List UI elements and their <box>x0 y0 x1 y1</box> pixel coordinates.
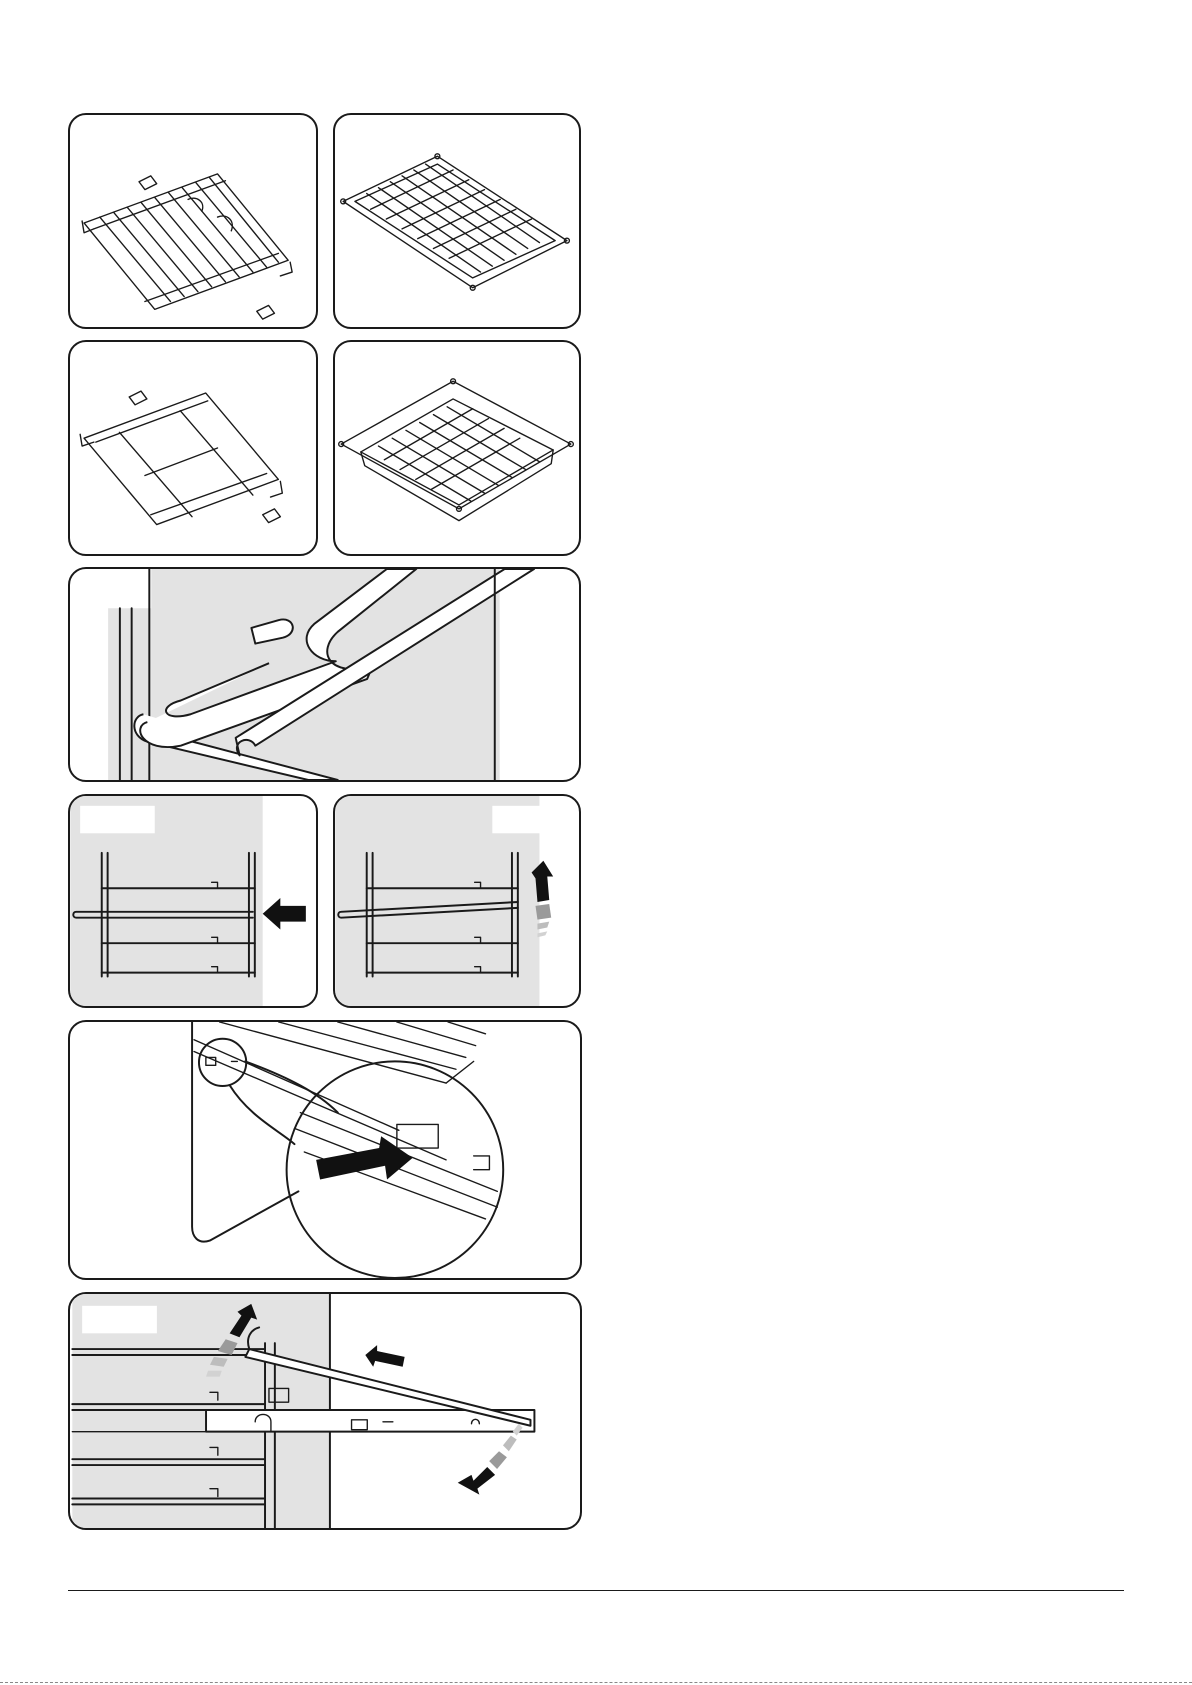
figure-tilt-rack-arrow <box>333 794 581 1008</box>
figure-grill-pan-with-grid <box>333 340 581 556</box>
figure-remove-telescopic-runner <box>68 1292 582 1530</box>
figure-wire-rack-with-runners <box>68 113 318 329</box>
magnifier-detail-icon <box>70 1022 580 1278</box>
grid-icon <box>335 115 579 327</box>
roasting-tray-icon <box>335 342 579 554</box>
figure-frame-rack <box>68 340 318 556</box>
figure-wire-grid-flat <box>333 113 581 329</box>
curved-arrow-up-icon <box>335 796 579 1006</box>
wire-shelf-icon <box>70 115 316 327</box>
page-divider <box>68 1590 1124 1591</box>
arrow-left-icon <box>70 796 316 1006</box>
figure-insert-rack-arrow <box>68 794 318 1008</box>
frame-rack-icon <box>70 342 316 554</box>
figure-telescopic-slot-detail <box>68 1020 582 1280</box>
rail-hook-icon <box>70 569 579 780</box>
curved-arrows-icon <box>70 1294 580 1528</box>
figure-rail-hook-closeup <box>68 567 581 782</box>
